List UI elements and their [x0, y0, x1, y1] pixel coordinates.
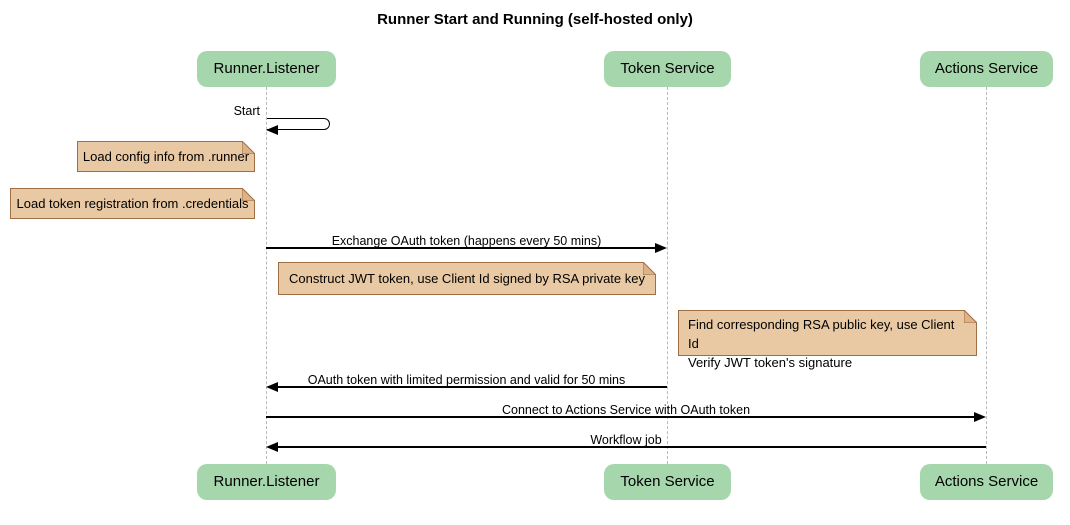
arrowhead-left	[266, 124, 278, 135]
note-text-line: Verify JWT token's signature	[688, 355, 853, 370]
arrowhead-right	[974, 412, 986, 422]
participant-label: Actions Service	[934, 60, 1039, 77]
message-oauth-token-line	[277, 386, 667, 388]
participant-runner-listener-top: Runner.Listener	[197, 51, 336, 87]
self-message-loop	[267, 118, 330, 130]
note-verify-jwt: Find corresponding RSA public key, use C…	[678, 310, 977, 370]
arrowhead-left	[266, 382, 278, 392]
note-fold-icon	[964, 310, 977, 323]
note-load-config: Load config info from .runner	[77, 141, 255, 172]
participant-actions-service-top: Actions Service	[920, 51, 1053, 87]
note-load-token-registration: Load token registration from .credential…	[10, 188, 255, 219]
lifeline-actions-service	[985, 87, 987, 464]
participant-token-service-bottom: Token Service	[604, 464, 731, 500]
message-connect-line	[266, 416, 975, 418]
participant-token-service-top: Token Service	[604, 51, 731, 87]
message-start-label: Start	[233, 104, 260, 118]
participant-label: Runner.Listener	[213, 473, 320, 490]
note-construct-jwt: Construct JWT token, use Client Id signe…	[278, 262, 656, 295]
participant-actions-service-bottom: Actions Service	[920, 464, 1053, 500]
participant-label: Runner.Listener	[213, 60, 320, 77]
note-text: Construct JWT token, use Client Id signe…	[289, 271, 645, 286]
lifeline-token-service	[666, 87, 668, 464]
note-text: Load config info from .runner	[82, 149, 250, 164]
message-exchange-oauth-line	[266, 247, 656, 249]
message-exchange-oauth-label: Exchange OAuth token (happens every 50 m…	[331, 234, 602, 248]
participant-label: Token Service	[620, 473, 715, 490]
lifeline-runner-listener	[265, 87, 267, 464]
note-text: Load token registration from .credential…	[16, 196, 249, 211]
note-fold-icon	[242, 141, 255, 154]
participant-label: Actions Service	[934, 473, 1039, 490]
message-workflow-job-line	[277, 446, 986, 448]
participant-label: Token Service	[620, 60, 715, 77]
arrowhead-right	[655, 243, 667, 253]
arrowhead-left	[266, 442, 278, 452]
note-fold-icon	[643, 262, 656, 275]
message-oauth-token-label: OAuth token with limited permission and …	[307, 373, 626, 387]
message-workflow-job-label: Workflow job	[590, 433, 662, 447]
note-fold-icon	[242, 188, 255, 201]
participant-runner-listener-bottom: Runner.Listener	[197, 464, 336, 500]
note-text-line: Find corresponding RSA public key, use C…	[688, 317, 955, 351]
message-connect-label: Connect to Actions Service with OAuth to…	[501, 403, 751, 417]
diagram-title: Runner Start and Running (self-hosted on…	[377, 11, 693, 28]
